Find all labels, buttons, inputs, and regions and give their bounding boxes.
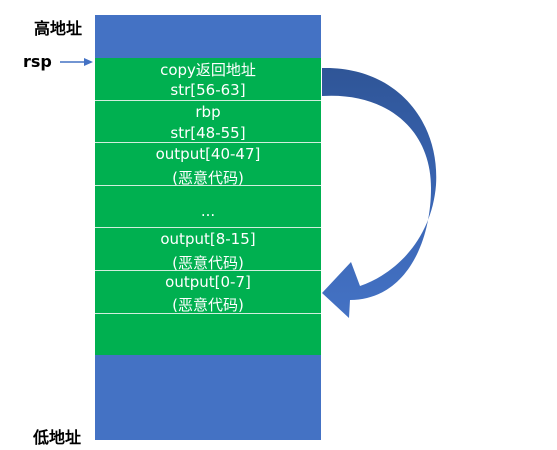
cell-return-copy: copy返回地址 [160,61,256,79]
cell-malicious-code-3: (恶意代码) [172,296,244,314]
cell-malicious-code-1: (恶意代码) [172,169,244,187]
stack-buffer-region [95,58,321,355]
cell-output-0-7: output[0-7] [165,273,251,291]
cell-malicious-code-2: (恶意代码) [172,254,244,272]
slot-divider [95,100,321,101]
stack-top-region [95,15,321,58]
slot-divider [95,185,321,186]
slot-divider [95,270,321,271]
cell-str-56-63: str[56-63] [170,81,246,99]
low-address-label: 低地址 [33,428,82,447]
cell-ellipsis: ... [200,202,216,220]
stack-bottom-region [95,355,321,440]
stack-frame: copy返回地址 str[56-63] rbp str[48-55] outpu… [95,15,321,440]
rsp-label: rsp [23,52,52,71]
curved-jump-arrow [322,67,437,318]
cell-output-40-47: output[40-47] [155,145,261,163]
slot-divider [95,227,321,228]
cell-str-48-55: str[48-55] [170,124,246,142]
slot-divider [95,142,321,143]
high-address-label: 高地址 [34,19,83,38]
cell-output-8-15: output[8-15] [160,230,256,248]
slot-divider [95,313,321,314]
rsp-pointer-arrow [60,58,93,66]
cell-rbp: rbp [195,103,221,121]
